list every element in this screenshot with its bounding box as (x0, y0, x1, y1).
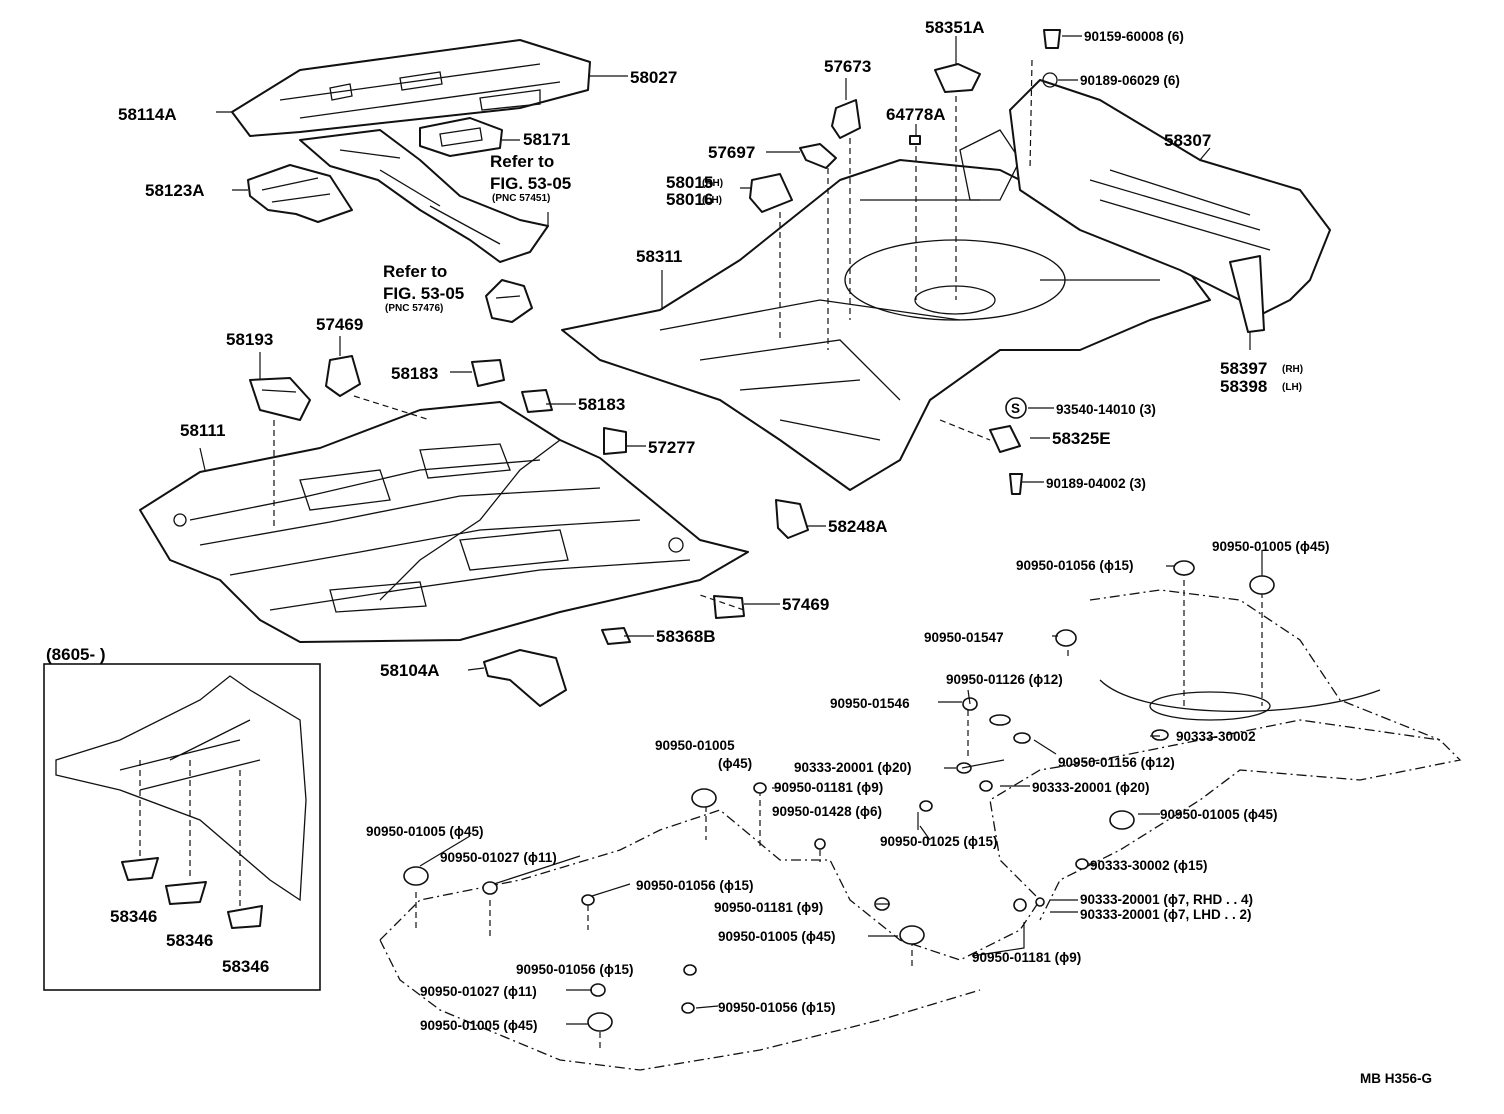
label-58183-bottom: 58183 (578, 395, 625, 414)
label-fig-53-05-1: FIG. 53-05 (490, 174, 571, 193)
plug-label-16: 90950-01025 (ϕ15) (880, 834, 997, 849)
label-58193: 58193 (226, 330, 273, 349)
plug-label-1: 90950-01056 (ϕ15) (1016, 558, 1133, 573)
label-58248A: 58248A (828, 517, 888, 536)
plug-label-14: 90950-01005 (ϕ45) (366, 824, 483, 839)
label-58114A: 58114A (118, 105, 177, 124)
label-58015-rh: (RH) (702, 178, 723, 189)
rear-floor-pan-drawing (561, 129, 1211, 491)
plug-label-11: 90333-20001 (ϕ20) (1032, 780, 1149, 795)
label-58398-lh: (LH) (1282, 382, 1302, 393)
label-58183-top: 58183 (391, 364, 438, 383)
plug-label-26: 90950-01056 (ϕ15) (718, 1000, 835, 1015)
label-58016: 58016 (666, 190, 713, 209)
inset-label-58346-2: 58346 (166, 931, 213, 950)
label-57277: 57277 (648, 438, 695, 457)
label-58325E: 58325E (1052, 429, 1111, 448)
label-90189-06029: 90189-06029 (6) (1080, 73, 1180, 88)
label-57673: 57673 (824, 57, 871, 76)
inset-label-58346-1: 58346 (110, 907, 157, 926)
label-58111: 58111 (180, 421, 225, 440)
plug-label-2: 90950-01005 (ϕ45) (1212, 539, 1329, 554)
label-57697: 57697 (708, 143, 755, 162)
rear-panel-drawing (1009, 79, 1331, 333)
plug-label-23: 90950-01181 (ϕ9) (972, 950, 1081, 965)
plug-label-21: 90950-01181 (ϕ9) (714, 900, 823, 915)
plug-label-18: 90950-01056 (ϕ15) (636, 878, 753, 893)
plug-labels: 90950-01056 (ϕ15) 90950-01005 (ϕ45) 9095… (366, 539, 1329, 1033)
plug-label-13: 90950-01005 (ϕ45) (1160, 807, 1277, 822)
plug-label-19: 90333-20001 (ϕ7, RHD . . 4) (1080, 892, 1253, 907)
label-58123A: 58123A (145, 181, 205, 200)
label-58311: 58311 (636, 247, 682, 266)
plug-label-24: 90950-01056 (ϕ15) (516, 962, 633, 977)
inset-panel (43, 663, 321, 991)
plug-label-17: 90333-30002 (ϕ15) (1090, 858, 1207, 873)
label-58307: 58307 (1164, 131, 1211, 150)
inset-title: (8605- ) (46, 645, 106, 664)
label-58397-rh: (RH) (1282, 364, 1303, 375)
label-90159-60008: 90159-60008 (6) (1084, 29, 1184, 44)
plug-label-10: 90950-01181 (ϕ9) (774, 780, 883, 795)
plug-label-22: 90950-01005 (ϕ45) (718, 929, 835, 944)
inset-labels: (8605- ) 58346 58346 58346 (46, 645, 269, 976)
label-58351A: 58351A (925, 18, 985, 37)
plug-label-6: 90333-30002 (1176, 729, 1256, 744)
plug-label-27: 90950-01005 (ϕ45) (420, 1018, 537, 1033)
plug-label-20: 90333-20001 (ϕ7, LHD . . 2) (1080, 907, 1251, 922)
label-93540-14010: 93540-14010 (3) (1056, 402, 1156, 417)
plug-label-4: 90950-01126 (ϕ12) (946, 672, 1063, 687)
plug-label-9: 90333-20001 (ϕ20) (794, 760, 911, 775)
label-58016-lh: (LH) (702, 195, 722, 206)
plug-label-25: 90950-01027 (ϕ11) (420, 984, 537, 999)
label-58027: 58027 (630, 68, 677, 87)
diagram-code: MB H356-G (1360, 1071, 1432, 1086)
s-symbol-letter: S (1011, 401, 1020, 416)
label-57469-bottom: 57469 (782, 595, 829, 614)
plug-label-5: 90950-01546 (830, 696, 910, 711)
front-floor-brackets-drawing (249, 355, 809, 707)
label-58104A: 58104A (380, 661, 440, 680)
label-fig-53-05-2: FIG. 53-05 (383, 284, 464, 303)
label-58171: 58171 (523, 130, 570, 149)
label-57469-top: 57469 (316, 315, 363, 334)
label-pnc-57451: (PNC 57451) (492, 193, 550, 204)
label-pnc-57476: (PNC 57476) (385, 303, 443, 314)
label-refer-to-1: Refer to (490, 152, 554, 171)
rear-floor-brackets-drawing (749, 29, 1061, 495)
inset-label-58346-3: 58346 (222, 957, 269, 976)
label-58397: 58397 (1220, 359, 1267, 378)
label-58015: 58015 (666, 173, 713, 192)
plug-label-7: 90950-01156 (ϕ12) (1058, 755, 1175, 770)
label-90189-04002: 90189-04002 (3) (1046, 476, 1146, 491)
label-64778A: 64778A (886, 105, 946, 124)
label-refer-to-2: Refer to (383, 262, 447, 281)
leader-lines (199, 35, 1263, 1025)
underbody-plug-layout-drawing (379, 560, 1462, 1071)
label-58398: 58398 (1220, 377, 1267, 396)
plug-label-3: 90950-01547 (924, 630, 1004, 645)
front-crossmember-drawing (231, 39, 591, 323)
plug-label-15: 90950-01027 (ϕ11) (440, 850, 557, 865)
plug-label-8: 90950-01005 (655, 738, 735, 753)
plug-label-8-size: (ϕ45) (718, 756, 752, 771)
plug-label-12: 90950-01428 (ϕ6) (772, 804, 882, 819)
part-labels: 58027 58114A 58171 58123A Refer to FIG. … (118, 18, 1303, 680)
label-58368B: 58368B (656, 627, 716, 646)
front-floor-pan-drawing (139, 401, 749, 643)
s-symbol-icon (1005, 397, 1027, 419)
